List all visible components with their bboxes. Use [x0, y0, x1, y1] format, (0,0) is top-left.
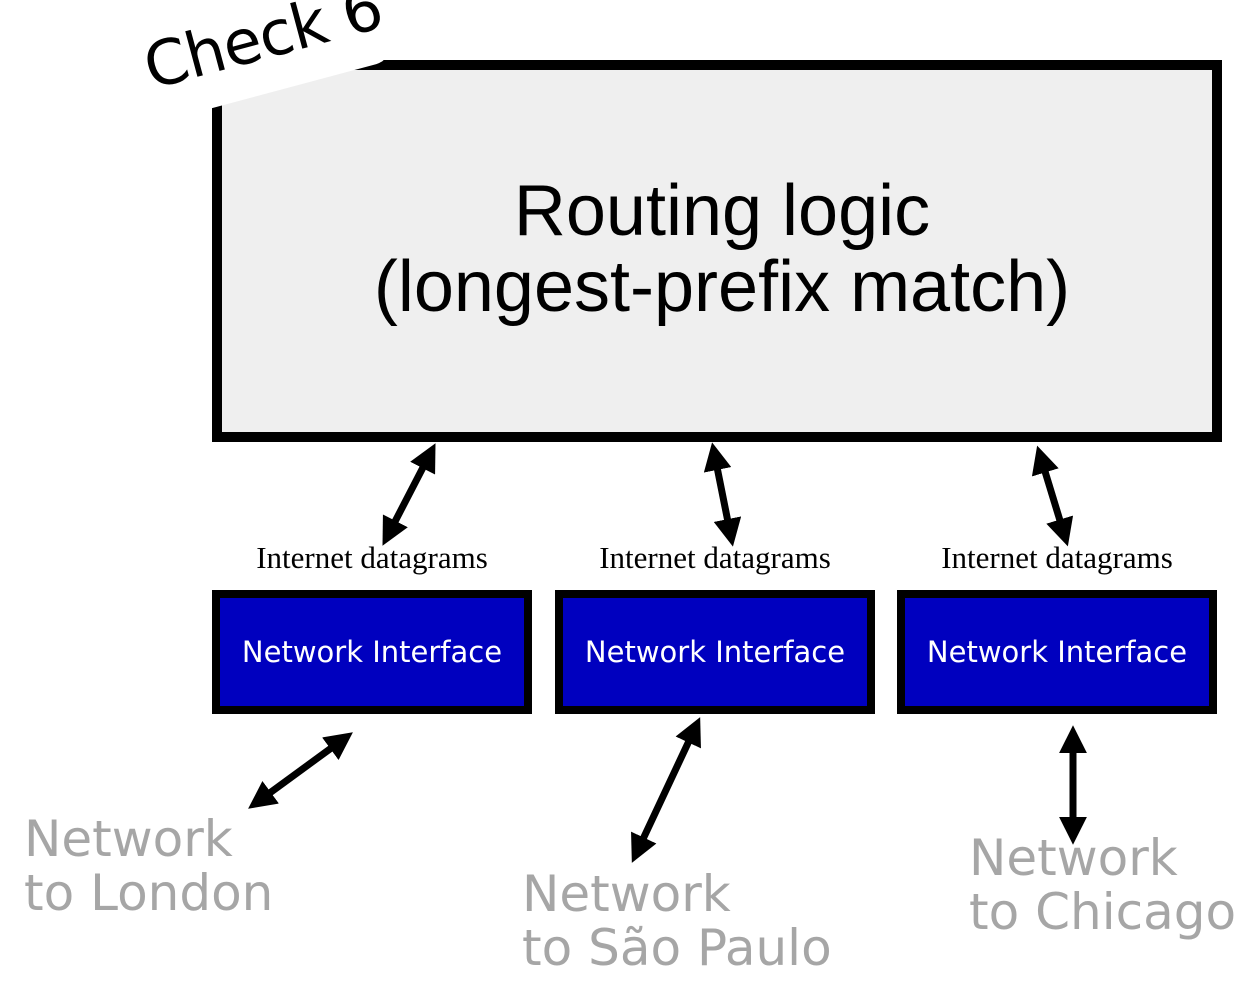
arrow-router-to-interface-3	[1031, 445, 1074, 547]
network-label-line2: to London	[24, 864, 274, 922]
routing-logic-title: Routing logic	[513, 171, 931, 251]
arrow-router-to-interface-2	[703, 442, 742, 547]
arrow-interface-to-london	[248, 732, 353, 809]
routing-logic-label: Routing logic (longest-prefix match)	[374, 173, 1070, 325]
network-interface-chicago: Network Interface	[897, 590, 1217, 714]
routing-logic-subtitle: (longest-prefix match)	[373, 247, 1071, 327]
network-interface-label: Network Interface	[584, 635, 846, 669]
network-label-london: Network to London	[24, 812, 273, 920]
network-interface-london: Network Interface	[212, 590, 532, 714]
network-interface-label: Network Interface	[926, 635, 1188, 669]
network-label-sao-paulo: Network to São Paulo	[522, 867, 832, 975]
network-interface-label: Network Interface	[241, 635, 503, 669]
arrow-interface-to-sao-paulo	[631, 717, 701, 863]
arrow-router-to-interface-1	[382, 443, 436, 546]
network-label-line2: to Chicago	[969, 883, 1237, 941]
network-label-line1: Network	[24, 810, 233, 868]
network-label-line2: to São Paulo	[522, 919, 832, 977]
network-interface-sao-paulo: Network Interface	[555, 590, 875, 714]
network-label-line1: Network	[522, 865, 731, 923]
datagram-label-1: Internet datagrams	[256, 540, 488, 575]
routing-logic-box: Routing logic (longest-prefix match)	[212, 60, 1222, 442]
network-label-chicago: Network to Chicago	[969, 831, 1236, 939]
